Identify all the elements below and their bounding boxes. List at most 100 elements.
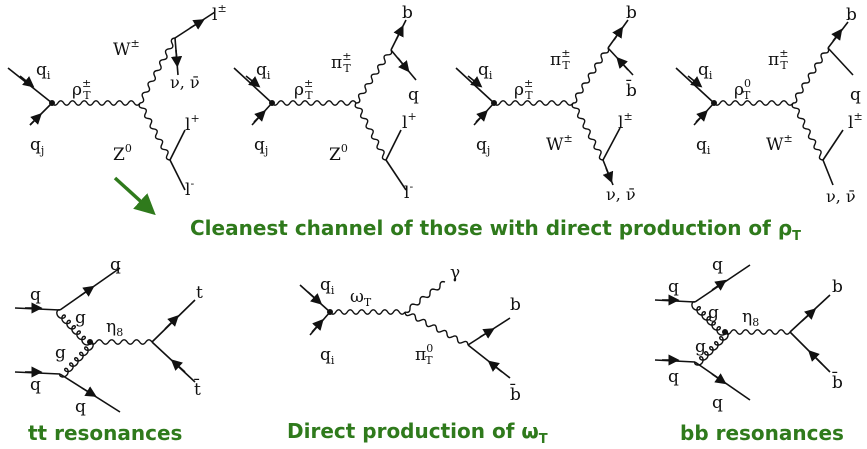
svg-text:ρ±T: ρ±T xyxy=(514,77,533,102)
neutrino-line xyxy=(822,159,834,186)
quark-line xyxy=(654,359,696,363)
rho-propagator xyxy=(493,100,574,106)
svg-text:b̄: b̄ xyxy=(510,382,521,405)
svg-text:ρ±T: ρ±T xyxy=(294,77,313,102)
arrow-icon xyxy=(711,279,727,291)
gluon-lower xyxy=(58,340,94,378)
svg-text:qi: qi xyxy=(36,60,51,82)
svg-text:q: q xyxy=(30,375,41,395)
bb-resonances-caption: bb resonances xyxy=(680,421,844,445)
svg-text:W±: W± xyxy=(766,132,793,155)
antitop-line xyxy=(151,341,196,383)
arrow-icon xyxy=(831,28,843,42)
diagram-bb-resonance: q q q q g g η8 b b̄ xyxy=(654,255,843,413)
svg-text:l±: l± xyxy=(848,110,863,133)
svg-text:qi: qi xyxy=(320,275,335,297)
svg-text:ν, ν̄: ν, ν̄ xyxy=(826,187,856,206)
pi0-technicolor xyxy=(404,311,469,346)
svg-text:ν, ν̄: ν, ν̄ xyxy=(170,73,200,92)
svg-text:Z0: Z0 xyxy=(329,142,348,165)
svg-text:qj: qj xyxy=(254,135,268,157)
rho-propagator xyxy=(51,100,141,106)
q-line xyxy=(827,47,854,76)
arrow-icon xyxy=(253,110,266,123)
svg-text:t̄: t̄ xyxy=(194,377,201,400)
omega-direct-caption: Direct production of ωT xyxy=(287,419,548,447)
tt-resonances-caption: tt resonances xyxy=(28,421,182,445)
arrow-icon xyxy=(245,75,261,88)
gluon-lower xyxy=(693,330,729,366)
lepton-plus-line xyxy=(169,129,186,161)
svg-text:η8: η8 xyxy=(742,307,759,329)
svg-text:g: g xyxy=(55,343,66,363)
arrow-icon xyxy=(393,24,404,41)
arrow-icon xyxy=(475,110,488,123)
z-boson xyxy=(354,102,387,161)
svg-text:q: q xyxy=(668,367,679,387)
svg-text:q: q xyxy=(668,277,679,297)
svg-text:q: q xyxy=(408,85,419,105)
arrow-icon xyxy=(189,19,205,30)
svg-text:l-: l- xyxy=(404,180,413,203)
bbar-line xyxy=(467,344,511,379)
eta8-propagator xyxy=(89,339,153,345)
svg-text:l±: l± xyxy=(212,2,227,25)
svg-text:q: q xyxy=(850,85,861,105)
arrow-icon xyxy=(711,373,727,385)
svg-text:b: b xyxy=(846,5,857,25)
lepton-minus-line xyxy=(385,159,407,191)
svg-text:π0T: π0T xyxy=(415,342,433,367)
pi-technicolor xyxy=(355,49,393,104)
lepton-plus-line xyxy=(385,129,402,161)
lepton-minus-line xyxy=(169,159,186,191)
arrow-icon xyxy=(81,386,97,397)
diagram-tt-resonance: q q q q g g η8 t t̄ xyxy=(14,255,203,417)
svg-text:qi: qi xyxy=(478,60,493,82)
arrow-icon xyxy=(467,75,483,88)
diagram-rho-to-pi-z: qi qj ρ±T π±T Z0 b q l+ l- xyxy=(233,3,419,203)
svg-text:qi: qi xyxy=(320,345,335,367)
rho-propagator xyxy=(271,100,357,106)
arrow-icon xyxy=(616,56,629,71)
arrow-icon xyxy=(170,49,183,68)
svg-text:b̄: b̄ xyxy=(832,370,843,393)
svg-text:b: b xyxy=(626,3,637,23)
arrow-icon xyxy=(311,318,324,333)
svg-text:l+: l+ xyxy=(185,112,200,135)
arrow-icon xyxy=(307,291,323,305)
quark-line xyxy=(14,307,61,311)
arrow-icon xyxy=(695,110,708,123)
svg-text:b̄: b̄ xyxy=(626,78,637,101)
svg-text:q: q xyxy=(712,255,723,275)
arrow-icon xyxy=(79,285,95,297)
w-boson xyxy=(139,37,176,104)
rho0-propagator xyxy=(713,100,794,106)
z-boson xyxy=(138,102,171,161)
photon xyxy=(404,280,446,314)
svg-text:b: b xyxy=(510,295,521,315)
svg-text:g: g xyxy=(695,337,706,357)
svg-text:q: q xyxy=(110,255,121,275)
arrow-icon xyxy=(602,167,614,184)
svg-text:qj: qj xyxy=(30,135,44,157)
quark-line xyxy=(654,299,696,303)
svg-text:l+: l+ xyxy=(402,110,417,133)
arrow-icon xyxy=(801,308,817,322)
svg-text:l-: l- xyxy=(185,177,194,200)
arrow-icon xyxy=(164,315,179,330)
svg-text:ωT: ωT xyxy=(350,287,372,309)
svg-text:q: q xyxy=(30,285,41,305)
svg-text:g: g xyxy=(75,308,86,328)
gluon-upper xyxy=(691,300,727,336)
quark-line xyxy=(14,371,61,375)
w-boson xyxy=(571,102,604,161)
svg-text:qi: qi xyxy=(698,60,713,82)
arrow-icon xyxy=(397,57,410,73)
omega-propagator xyxy=(329,309,406,315)
bbar-line xyxy=(789,331,831,373)
svg-text:W±: W± xyxy=(546,132,573,155)
arrow-icon xyxy=(19,75,35,88)
lepton-line xyxy=(822,129,844,161)
eta8-propagator xyxy=(724,329,791,335)
